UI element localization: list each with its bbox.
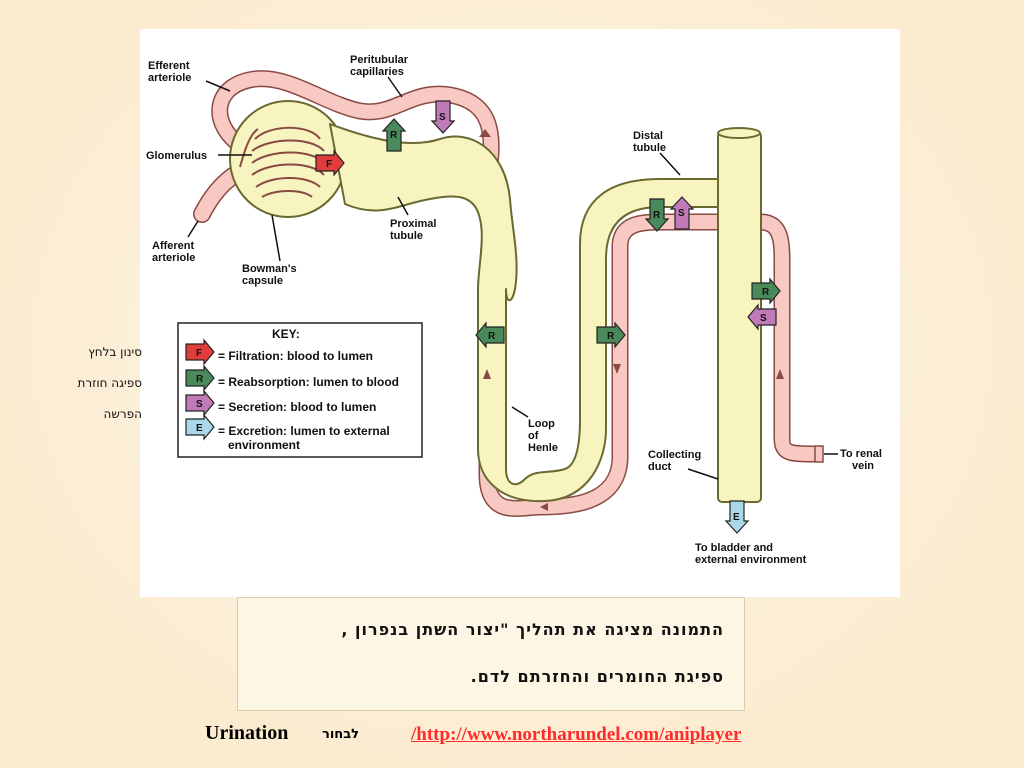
side-note-filtration: סינון בלחץ [88, 345, 142, 359]
secretion-arrow-proximal-letter: S [439, 112, 446, 123]
footer-choose-text: לבחור [322, 727, 360, 742]
reabsorption-arrow-collecting-letter: R [762, 287, 770, 298]
key-arrow-f: F [185, 338, 215, 366]
reabsorption-arrow-loop-left: R [475, 321, 505, 349]
svg-text:Afferent: Afferent [152, 240, 195, 252]
nephron-diagram: F R S R R R S R S E Efferent arteriole Peritubula… [140, 29, 900, 597]
reabsorption-arrow-collecting: R [751, 277, 781, 305]
side-note-reabsorption: ספיגה חוזרת [77, 376, 143, 390]
label-bladder-2: external environment [695, 554, 807, 566]
key-text-r: = Reabsorption: lumen to blood [218, 375, 399, 389]
secretion-arrow-proximal: S [430, 100, 456, 134]
label-peritubular-2: capillaries [350, 66, 404, 78]
footer-urination-word: Urination [205, 722, 289, 744]
excretion-arrow-letter: E [733, 512, 740, 523]
tubule [229, 100, 762, 503]
label-collecting-2: duct [648, 461, 672, 473]
reabsorption-arrow-distal-letter: R [653, 210, 661, 221]
excretion-arrow: E [724, 500, 750, 534]
svg-text:Efferent: Efferent [148, 60, 190, 72]
reabsorption-arrow-proximal: R [381, 118, 407, 152]
svg-text:capillaries: capillaries [350, 66, 404, 78]
proximal-tubule [329, 123, 719, 503]
label-renal-vein-1: To renal [840, 448, 882, 460]
svg-text:tubule: tubule [633, 142, 666, 154]
caption-line-1: התמונה מציגה את תהליך "יצור השתן בנפרון … [341, 620, 724, 639]
svg-text:duct: duct [648, 461, 672, 473]
reabsorption-arrow-proximal-letter: R [390, 130, 398, 141]
svg-text:tubule: tubule [390, 230, 423, 242]
key-arrow-r: R [185, 364, 215, 392]
label-distal-2: tubule [633, 142, 666, 154]
key-text-s: = Secretion: blood to lumen [218, 400, 376, 414]
key-arrow-s: S [185, 389, 215, 417]
svg-text:Bowman's: Bowman's [242, 263, 297, 275]
label-loop-2: of [528, 430, 539, 442]
svg-text:Loop: Loop [528, 418, 555, 430]
reabsorption-arrow-distal: R [644, 198, 670, 232]
svg-text:Peritubular: Peritubular [350, 54, 409, 66]
caption-box: התמונה מציגה את תהליך "יצור השתן בנפרון … [237, 597, 745, 711]
filtration-arrow: F [315, 149, 345, 177]
secretion-arrow-distal-letter: S [678, 208, 685, 219]
label-efferent-2: arteriole [148, 72, 191, 84]
key-arrow-s-letter: S [196, 399, 203, 410]
key-arrow-f-letter: F [196, 348, 202, 359]
label-collecting-1: Collecting [648, 449, 701, 461]
key-text-f: = Filtration: blood to lumen [218, 349, 373, 363]
svg-text:Henle: Henle [528, 442, 558, 454]
svg-text:capsule: capsule [242, 275, 283, 287]
secretion-arrow-collecting: S [747, 303, 777, 331]
label-proximal-2: tubule [390, 230, 423, 242]
secretion-arrow-collecting-letter: S [760, 313, 767, 324]
label-bowmans-2: capsule [242, 275, 283, 287]
label-peritubular-1: Peritubular [350, 54, 409, 66]
nephron-svg: F R S R R R S R S E Efferent arteriole Peritubula… [146, 54, 882, 566]
label-glomerulus: Glomerulus [146, 150, 207, 162]
svg-text:To bladder and: To bladder and [695, 542, 773, 554]
svg-text:external environment: external environment [695, 554, 807, 566]
side-note-secretion: הפרשה [103, 407, 142, 421]
svg-text:vein: vein [852, 460, 874, 472]
label-distal-1: Distal [633, 130, 663, 142]
label-bowmans-1: Bowman's [242, 263, 297, 275]
label-renal-vein-2: vein [852, 460, 874, 472]
svg-text:arteriole: arteriole [152, 252, 195, 264]
key-arrow-r-letter: R [196, 374, 204, 385]
label-efferent-1: Efferent [148, 60, 190, 72]
label-afferent-2: arteriole [152, 252, 195, 264]
svg-text:arteriole: arteriole [148, 72, 191, 84]
caption-line-2: ספיגת החומרים והחזרתם לדם. [470, 667, 724, 686]
key-text-e-2: environment [228, 438, 300, 452]
svg-text:of: of [528, 430, 539, 442]
label-afferent-1: Afferent [152, 240, 195, 252]
label-proximal-1: Proximal [390, 218, 436, 230]
label-loop-1: Loop [528, 418, 555, 430]
svg-text:Proximal: Proximal [390, 218, 436, 230]
key-title: KEY: [272, 327, 300, 341]
key-arrow-e-letter: E [196, 423, 203, 434]
flow-arrows [479, 129, 784, 511]
svg-text:To renal: To renal [840, 448, 882, 460]
reabsorption-arrow-loop-right-letter: R [607, 331, 615, 342]
diagram-labels: Efferent arteriole Peritubular capillari… [146, 54, 882, 566]
svg-text:Collecting: Collecting [648, 449, 701, 461]
key-text-e: = Excretion: lumen to external [218, 424, 390, 438]
aniplayer-link[interactable]: /http://www.northarundel.com/aniplayer [411, 724, 742, 745]
transport-arrows: F R S R R R S R S E [315, 100, 781, 534]
secretion-arrow-distal: S [669, 196, 695, 230]
filtration-arrow-letter: F [326, 159, 332, 170]
svg-text:Distal: Distal [633, 130, 663, 142]
key-arrow-e: E [185, 413, 215, 441]
label-loop-3: Henle [528, 442, 558, 454]
label-bladder-1: To bladder and [695, 542, 773, 554]
reabsorption-arrow-loop-left-letter: R [488, 331, 496, 342]
side-notes: סינון בלחץ ספיגה חוזרת הפרשה [40, 342, 143, 435]
reabsorption-arrow-loop-right: R [596, 321, 626, 349]
